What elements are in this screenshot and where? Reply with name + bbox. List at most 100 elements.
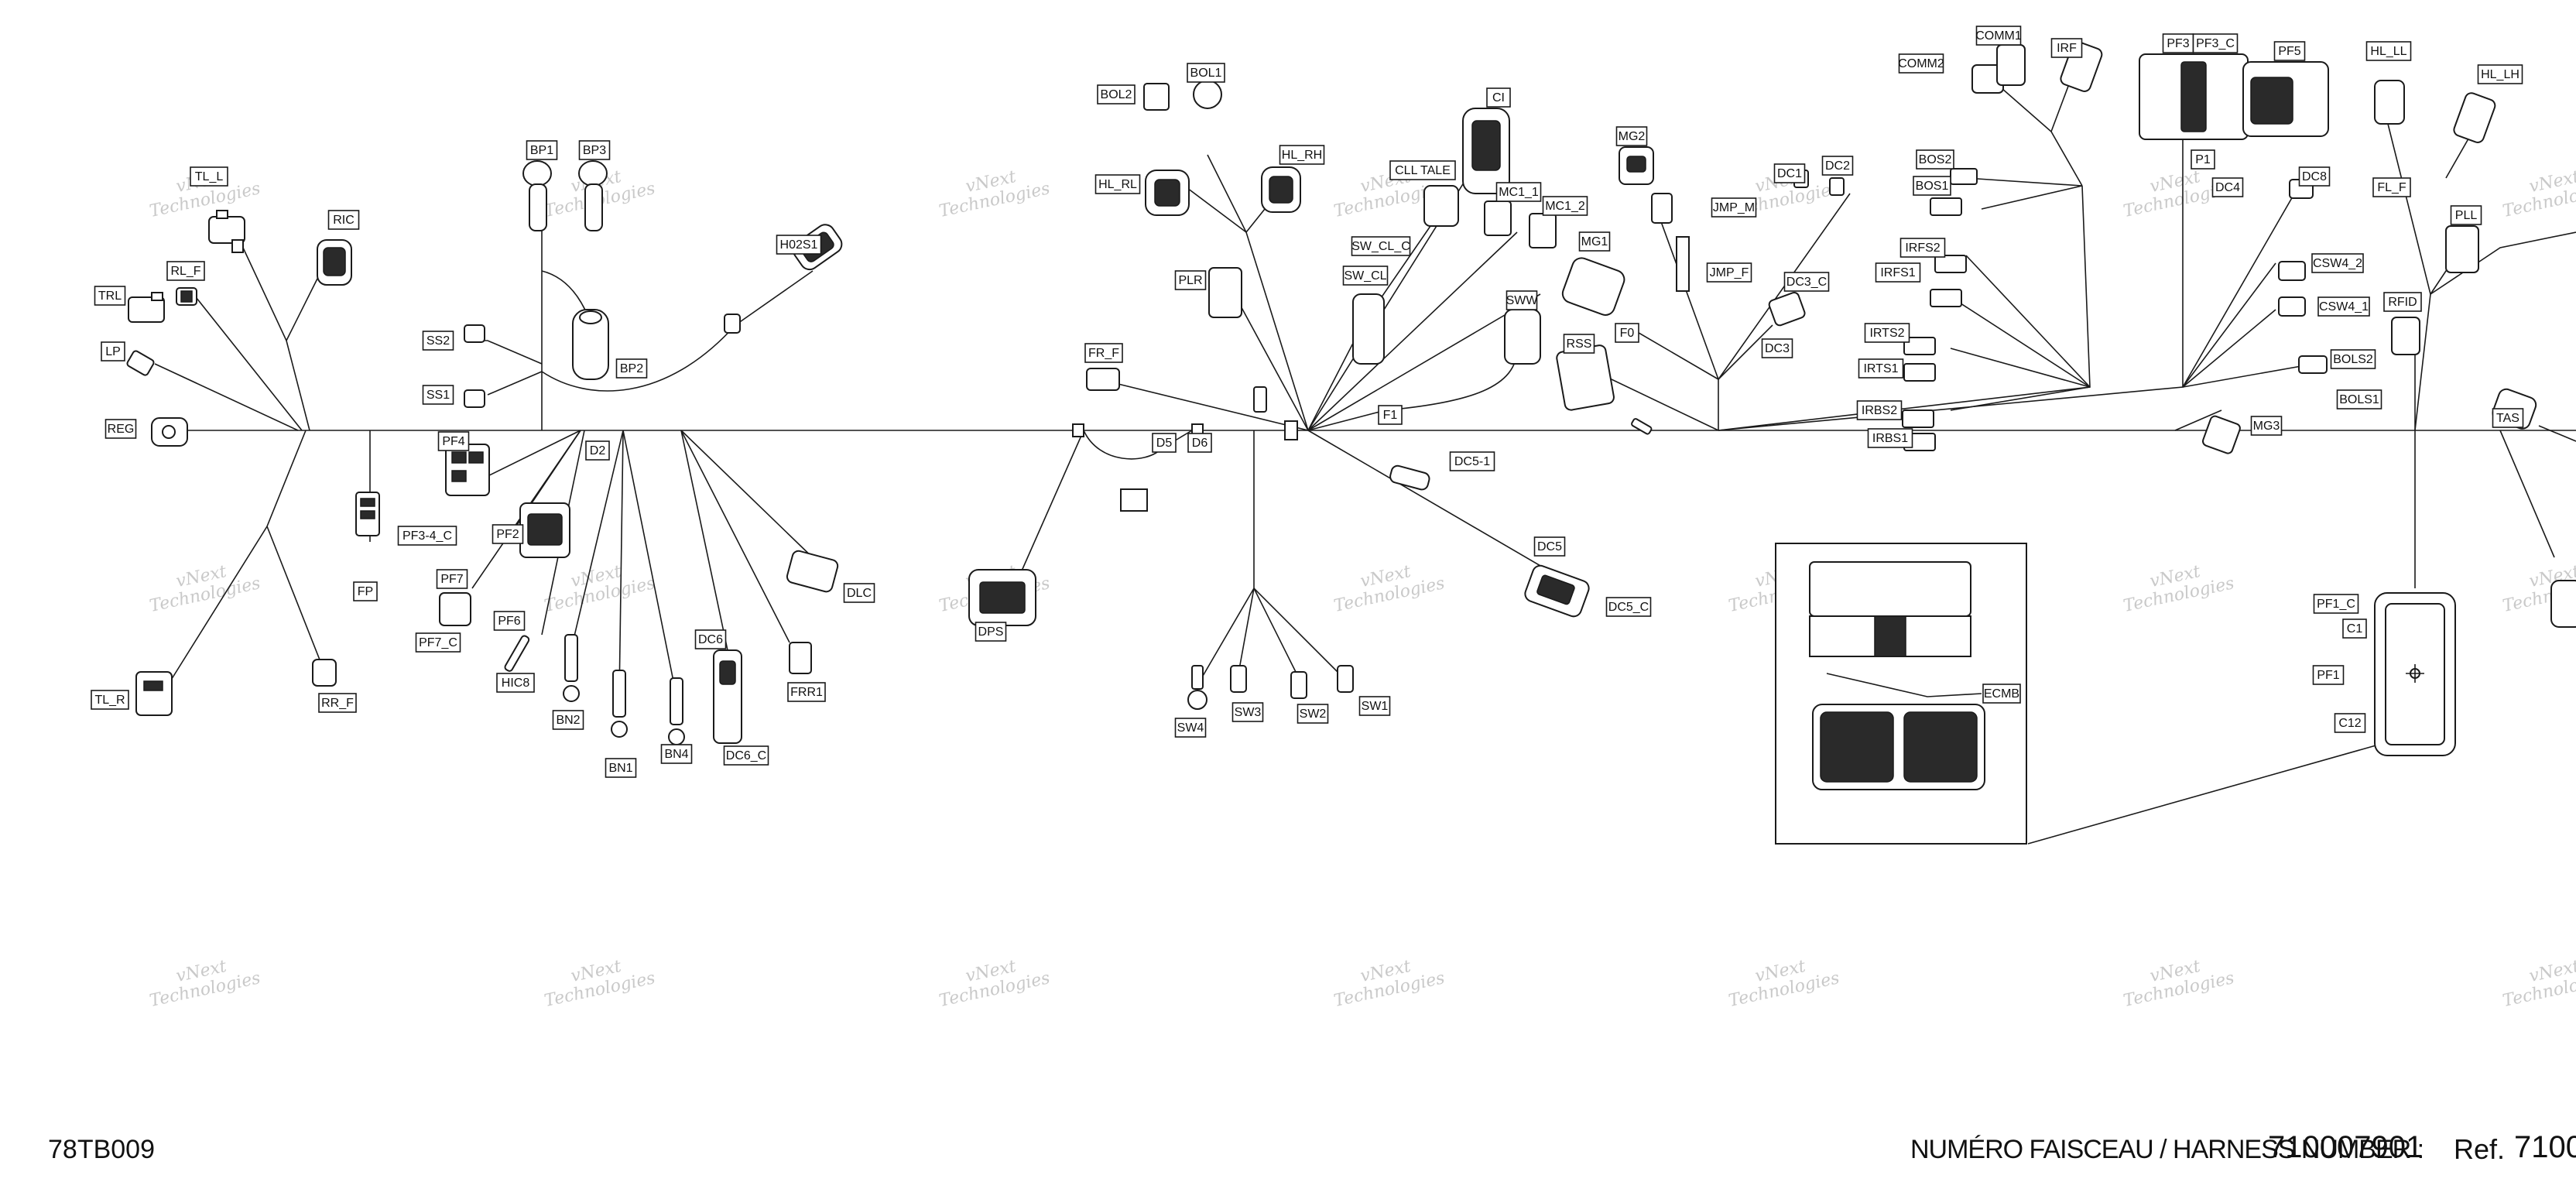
svg-text:JMP_F: JMP_F [1710,266,1749,279]
connector-label-mg1: MG1 [1578,231,1611,252]
connector-label-irbs2: IRBS2 [1856,400,1903,420]
connector-label-c12: C12 [2334,713,2366,733]
connector-label-pf7: PF7 [436,569,468,589]
svg-text:TRL: TRL [98,290,122,303]
connector-label-dc1: DC1 [1773,163,1806,183]
connector-label-jmp-m: JMP_M [1711,197,1757,218]
connector-label-pf7-c: PF7_C [415,632,461,653]
connector-label-irfs2: IRFS2 [1899,238,1946,258]
connector-label-sw-cl-c: SW_CL_C [1351,236,1411,256]
connector-label-fp: FP [353,581,378,601]
connector-label-hic8: HIC8 [496,673,535,693]
svg-text:PF5: PF5 [2278,45,2300,58]
svg-text:IRTS1: IRTS1 [1863,362,1898,375]
connector-label-frr1: FRR1 [787,682,826,702]
connector-label-csw4-1: CSW4_1 [2317,296,2370,317]
svg-text:HL_RL: HL_RL [1098,178,1137,191]
connector-label-plr: PLR [1174,270,1207,290]
svg-text:D2: D2 [590,444,606,457]
svg-text:H02S1: H02S1 [780,238,818,252]
svg-text:C12: C12 [2338,717,2361,730]
connector-label-dc5-1: DC5-1 [1449,451,1495,471]
svg-text:SW_CL_C: SW_CL_C [1351,240,1410,253]
svg-text:BP2: BP2 [620,362,643,375]
connector-label-mg2: MG2 [1615,126,1648,146]
svg-text:MG1: MG1 [1581,235,1608,248]
svg-text:ECMB: ECMB [1984,687,2019,701]
connector-label-comm2: COMM2 [1898,53,1944,74]
svg-text:IRBS1: IRBS1 [1872,432,1908,445]
svg-text:COMM2: COMM2 [1898,57,1944,70]
svg-text:CLL TALE: CLL TALE [1395,164,1451,177]
connector-label-irts2: IRTS2 [1864,323,1910,343]
connector-label-pf2: PF2 [492,524,524,544]
connector-label-hl-ll: HL_LL [2365,41,2412,61]
connector-label-d2: D2 [585,440,610,461]
ref-label: Ref. [2454,1133,2506,1165]
svg-text:MC1_1: MC1_1 [1499,186,1539,199]
svg-text:DC5_C: DC5_C [1608,601,1649,614]
connector-label-c1: C1 [2342,618,2367,639]
connector-label-csw4-2: CSW4_2 [2311,253,2364,273]
svg-text:SW_CL: SW_CL [1344,269,1386,283]
svg-text:DLC: DLC [847,587,872,600]
svg-text:BOL1: BOL1 [1190,67,1222,80]
svg-text:DC8: DC8 [2302,170,2327,183]
svg-text:DPS: DPS [978,625,1004,639]
svg-text:PF7: PF7 [440,573,463,586]
connector-label-rfid: RFID [2383,292,2422,312]
connector-label-sww: SWW [1506,290,1538,310]
connector-label-sw4: SW4 [1174,718,1207,738]
svg-text:BOL2: BOL2 [1101,88,1132,101]
connector-label-lp: LP [101,341,125,361]
svg-text:MG2: MG2 [1619,130,1646,143]
connector-label-comm1: COMM1 [1975,26,2022,46]
harness-number-label: NUMÉRO FAISCEAU / HARNESS NUMBER : [1910,1135,2424,1164]
connector-label-f1: F1 [1378,405,1403,425]
svg-text:PF6: PF6 [498,615,520,628]
svg-text:DC3: DC3 [1765,342,1790,355]
svg-text:P1: P1 [2195,153,2211,166]
connector-label-f0: F0 [1615,323,1639,343]
connector-label-d5: D5 [1152,433,1177,453]
svg-text:BN1: BN1 [608,762,632,775]
connector-label-bol1: BOL1 [1187,63,1225,83]
svg-text:COMM1: COMM1 [1975,29,2022,43]
connector-label-dc6-c: DC6_C [723,745,769,766]
svg-text:PLL: PLL [2455,209,2478,222]
svg-text:HL_LL: HL_LL [2370,45,2406,58]
svg-text:PF3_C: PF3_C [2196,37,2235,50]
connector-label-dlc: DLC [843,583,875,603]
svg-text:DC4: DC4 [2215,181,2240,194]
connector-label-rl-f: RL_F [166,261,205,281]
svg-text:IRFS2: IRFS2 [1905,242,1940,255]
connector-label-bol2: BOL2 [1097,84,1136,105]
connector-label-pf6: PF6 [493,611,526,631]
connector-label-cll-tale: CLL TALE [1389,160,1456,180]
svg-text:C1: C1 [2347,622,2363,636]
svg-text:BN4: BN4 [664,748,688,761]
svg-text:SW4: SW4 [1177,721,1204,735]
svg-text:SW1: SW1 [1362,700,1389,713]
svg-text:BOS1: BOS1 [1916,180,1949,193]
svg-text:BP3: BP3 [583,144,606,157]
connector-label-irbs1: IRBS1 [1867,428,1913,448]
svg-text:REG: REG [108,423,135,436]
svg-text:CI: CI [1492,91,1505,105]
connector-label-dc2: DC2 [1821,156,1854,176]
connector-label-jmp-f: JMP_F [1706,262,1752,283]
connector-label-bp3: BP3 [578,140,611,160]
connector-label-tl-l: TL_L [190,166,228,187]
connector-label-fl-f: FL_F [2372,177,2411,197]
svg-text:IRFS1: IRFS1 [1880,266,1915,279]
connector-label-ecmb: ECMB [1982,684,2021,704]
svg-text:IRTS2: IRTS2 [1869,327,1904,340]
svg-text:CSW4_2: CSW4_2 [2313,257,2362,270]
connector-label-bols2: BOLS2 [2330,349,2376,369]
